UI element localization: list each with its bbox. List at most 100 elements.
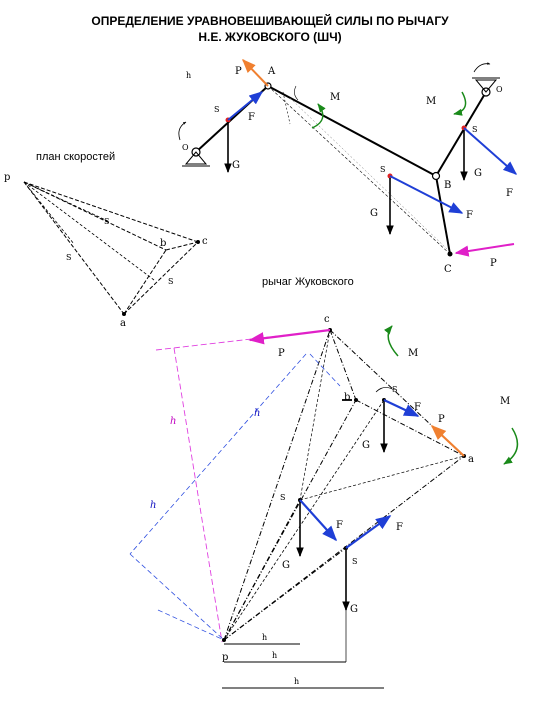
joint-c xyxy=(447,251,453,257)
vp-label-s3: S xyxy=(104,217,109,226)
vp-pv-s1 xyxy=(23,181,75,245)
zhukovsky-lever: c b a p S S S P M M F P G F F G G h h h … xyxy=(129,314,519,689)
label-c: C xyxy=(444,264,452,275)
force-pc xyxy=(454,243,515,257)
label-o3: O xyxy=(496,85,503,94)
dash-a-c xyxy=(267,85,451,255)
zhukovsky-lever-caption: рычаг Жуковского xyxy=(262,276,354,288)
vp-pv-a xyxy=(23,181,125,315)
omega-2 xyxy=(294,85,299,101)
vp-label-pv: p xyxy=(4,172,10,183)
label-s3: S xyxy=(472,125,477,134)
moment-mi2 xyxy=(311,103,326,129)
link-a-b xyxy=(267,85,437,177)
lever-force-fi3 xyxy=(299,499,338,542)
label-mi3: M xyxy=(426,96,436,107)
lever-point-b xyxy=(354,398,358,402)
label-g3: G xyxy=(474,168,482,179)
lever-c-b xyxy=(329,329,357,401)
lever-label-g1: G xyxy=(350,604,358,615)
lever-label-h3: h xyxy=(294,677,299,686)
label-fi2: F xyxy=(466,210,473,221)
vp-label-a: a xyxy=(120,318,126,329)
lever-force-py xyxy=(430,424,465,457)
lever-force-pc xyxy=(248,328,331,345)
force-fi2 xyxy=(389,175,464,214)
label-s2: S xyxy=(380,165,385,174)
vp-pv-s2 xyxy=(23,181,155,281)
lever-label-s1: S xyxy=(352,557,357,566)
lever-label-pv: p xyxy=(222,652,228,663)
label-g1: G xyxy=(232,160,240,171)
support-o3 xyxy=(474,79,498,93)
lever-label-fi3: F xyxy=(336,520,343,531)
lever-force-fi1 xyxy=(345,515,392,549)
lever-pv-s1 xyxy=(223,547,347,641)
lever-moment-mi3 xyxy=(384,325,399,357)
vp-b-c xyxy=(165,241,199,251)
joint-b xyxy=(431,171,441,181)
lever-label-h2: h xyxy=(272,651,277,660)
vp-a-b xyxy=(123,249,167,315)
lever-b-a xyxy=(355,399,465,457)
lever-label-g3: G xyxy=(282,560,290,571)
moment-mi3 xyxy=(453,91,467,116)
omega-1 xyxy=(178,121,187,141)
label-mi2: M xyxy=(330,92,340,103)
lever-pv-s3 xyxy=(223,499,301,641)
link-b-o3 xyxy=(435,91,487,177)
label-pc: P xyxy=(490,258,497,269)
title-line-1: ОПРЕДЕЛЕНИЕ УРАВНОВЕШИВАЮЩЕЙ СИЛЫ ПО РЫЧ… xyxy=(91,14,449,28)
lever-label-h1: h xyxy=(262,633,267,642)
omega-3 xyxy=(473,62,491,73)
dim-h4-b xyxy=(157,609,225,641)
vp-pv-s3 xyxy=(23,181,111,223)
lever-label-fi2: F xyxy=(414,402,421,413)
lever-label-a: a xyxy=(468,454,474,465)
lever-label-s3: S xyxy=(280,493,285,502)
vp-pv-c xyxy=(23,181,199,243)
dim-h5 xyxy=(309,353,341,387)
lever-pv-s2 xyxy=(223,399,385,641)
lever-label-c: c xyxy=(324,314,330,325)
force-fi1 xyxy=(227,91,264,121)
vp-point-c xyxy=(196,240,200,244)
vp-label-b: b xyxy=(160,238,166,249)
force-py xyxy=(242,58,269,87)
velocity-plan-caption: план скоростей xyxy=(36,151,116,163)
label-b: B xyxy=(444,180,451,191)
lever-label-h6: h xyxy=(170,416,176,427)
lever-label-b: b xyxy=(344,392,350,403)
dash-helper xyxy=(289,97,449,251)
support-o1 xyxy=(184,151,208,165)
vp-pv-b xyxy=(23,181,167,251)
velocity-plan: p a b c S S S xyxy=(4,172,208,329)
lever-label-g2: G xyxy=(362,440,370,451)
lever-force-fi2 xyxy=(383,399,420,417)
label-s1: S xyxy=(214,105,219,114)
lever-label-mi3: M xyxy=(408,348,418,359)
label-o1: O xyxy=(182,143,189,152)
label-a: A xyxy=(267,66,276,77)
lever-label-h4: h xyxy=(150,500,156,511)
lever-point-pv xyxy=(222,638,226,642)
vp-a-c xyxy=(123,241,199,315)
lever-arc xyxy=(375,387,395,393)
vp-point-a xyxy=(122,312,126,316)
link-b-c xyxy=(435,175,451,255)
lever-helper-2 xyxy=(299,455,465,501)
lever-label-py: P xyxy=(438,414,445,425)
dim-h5-line xyxy=(129,353,307,555)
title-line-2: Н.Е. ЖУКОВСКОГО (ШЧ) xyxy=(198,30,342,44)
lever-pv-c xyxy=(223,329,331,641)
label-g2: G xyxy=(370,208,378,219)
dim-h4 xyxy=(129,553,225,641)
lever-label-h5: h xyxy=(254,408,260,419)
dash-h-a xyxy=(282,91,291,125)
lever-label-s2: S xyxy=(392,385,397,394)
mechanism: h P A S F G O M S G F B C P M S G F O xyxy=(178,58,518,275)
vp-label-s1: S xyxy=(66,253,71,262)
label-py: P xyxy=(235,66,242,77)
